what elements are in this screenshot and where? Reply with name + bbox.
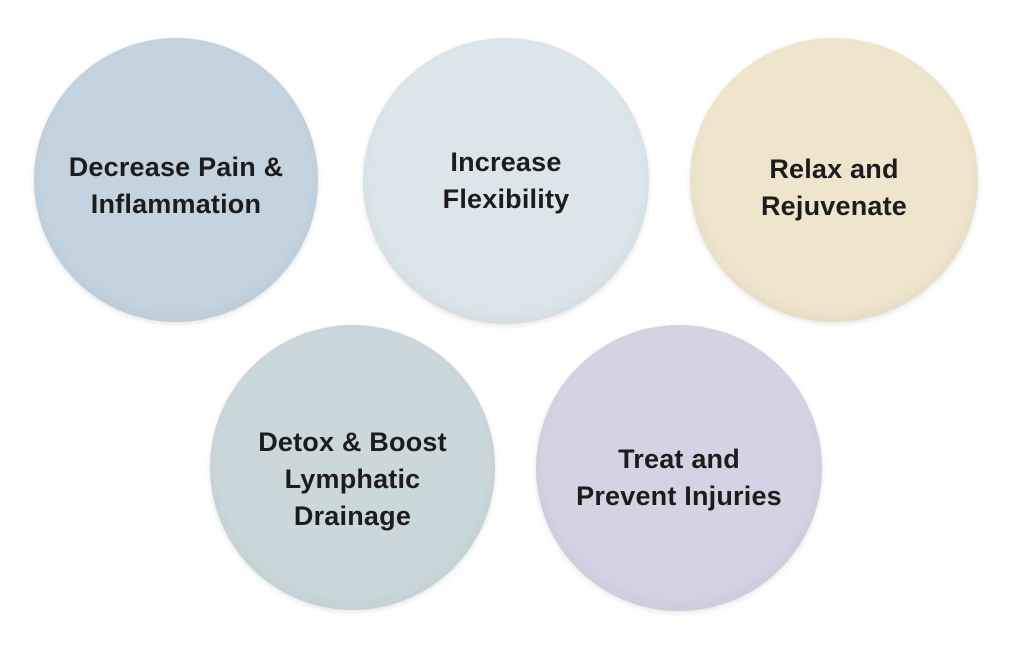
benefit-circle-relax-rejuvenate: Relax and Rejuvenate [690, 38, 978, 322]
benefit-circle-detox-lymphatic: Detox & Boost Lymphatic Drainage [210, 325, 495, 610]
benefit-circle-decrease-pain: Decrease Pain & Inflammation [34, 38, 318, 322]
benefit-label-line: Rejuvenate [760, 191, 908, 221]
benefit-label: Decrease Pain & Inflammation [69, 149, 284, 223]
benefit-label: Increase Flexibility [443, 144, 570, 218]
benefit-label: Treat and Prevent Injuries [576, 441, 782, 515]
benefit-label-line: Flexibility [442, 184, 570, 214]
benefit-label-line: Relax and [769, 154, 899, 184]
benefit-circle-increase-flexibility: Increase Flexibility [363, 38, 649, 324]
benefit-label-line: Inflammation [90, 189, 262, 219]
benefit-label: Relax and Rejuvenate [761, 151, 907, 225]
benefit-label-line: Decrease Pain & [68, 152, 284, 182]
benefit-label-line: Drainage [293, 501, 412, 531]
benefit-label-line: Increase [450, 147, 562, 177]
benefit-label-line: Lymphatic [284, 464, 421, 494]
benefit-circle-treat-prevent-injuries: Treat and Prevent Injuries [536, 325, 822, 611]
benefit-label-line: Prevent Injuries [576, 481, 782, 511]
benefit-label-line: Treat and [618, 444, 740, 474]
benefit-label: Detox & Boost Lymphatic Drainage [258, 424, 447, 535]
benefit-label-line: Detox & Boost [258, 427, 447, 457]
